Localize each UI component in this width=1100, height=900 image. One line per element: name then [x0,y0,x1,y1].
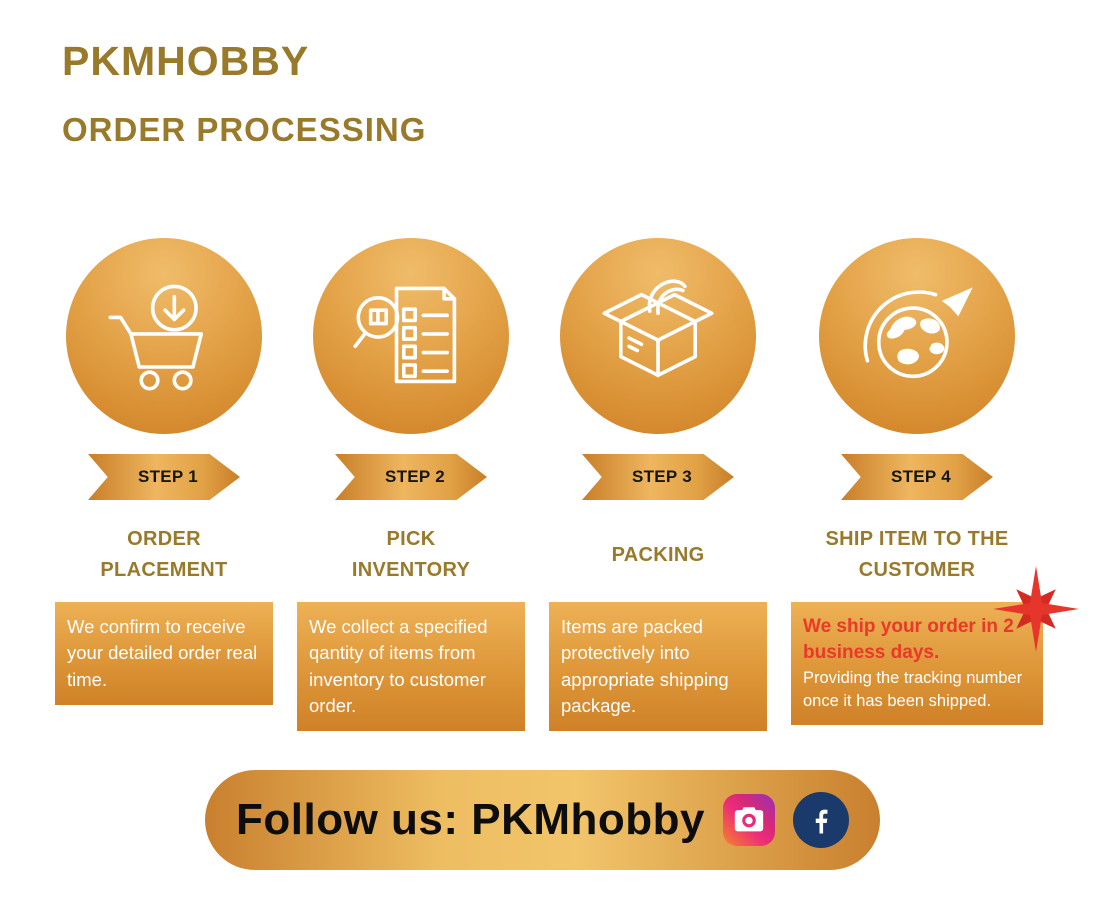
shipping-highlight-text: We ship your order in 2 business days. [803,616,1014,663]
step4-title: SHIP ITEM TO THE CUSTOMER [825,528,1009,581]
step2-badge: STEP 2 [335,454,487,500]
packing-box-icon [602,279,714,378]
facebook-icon[interactable] [793,792,849,848]
page-title: ORDER PROCESSING [62,111,427,148]
inventory-checklist-icon [353,286,457,384]
step2-description-text: We collect a specified qantity of items … [309,616,488,716]
step-column-4: STEP 4 SHIP ITEM TO THE CUSTOMER We ship… [791,238,1079,731]
step3-label: STEP 3 [631,467,693,486]
step1-badge: STEP 1 [88,454,240,500]
step-column-3: STEP 3 PACKING Items are packed protecti… [549,238,767,732]
step2-label: STEP 2 [384,467,446,486]
step4-description-text: Providing the tracking number once it ha… [803,669,1023,711]
steps-row: STEP 1 ORDER PLACEMENT We confirm to rec… [55,238,1079,732]
step1-title: ORDER PLACEMENT [100,528,228,581]
step1-description-box: We confirm to receive your detailed orde… [55,602,273,705]
step3-description-box: Items are packed protectively into appro… [549,602,767,732]
follow-text: Follow us: PKMhobby [235,795,705,844]
step2-title: PICK INVENTORY [351,528,471,581]
instagram-icon[interactable] [723,794,775,846]
camera-glyph [734,807,764,832]
step4-badge: STEP 4 [841,454,993,500]
globe-airplane-icon [863,287,973,379]
brand-title: PKMHOBBY [62,38,310,84]
step4-circle [819,238,1015,434]
step2-description-box: We collect a specified qantity of items … [297,602,525,732]
step1-circle [66,238,262,434]
step-column-1: STEP 1 ORDER PLACEMENT We confirm to rec… [55,238,273,731]
step-column-2: STEP 2 PICK INVENTORY We collect a speci… [297,238,525,732]
step2-circle [313,238,509,434]
step1-label: STEP 1 [137,467,199,486]
step3-title: PACKING [611,543,705,566]
follow-banner: Follow us: PKMhobby [205,770,880,870]
header: PKMHOBBY ORDER PROCESSING [62,38,426,149]
cart-download-icon [108,284,204,391]
facebook-f-glyph [815,809,828,834]
step4-label: STEP 4 [890,467,952,486]
step3-circle [560,238,756,434]
step3-badge: STEP 3 [582,454,734,500]
step1-description-text: We confirm to receive your detailed orde… [67,616,258,690]
step3-description-text: Items are packed protectively into appro… [561,616,729,716]
step4-description-box: We ship your order in 2 business days. P… [791,566,1079,726]
